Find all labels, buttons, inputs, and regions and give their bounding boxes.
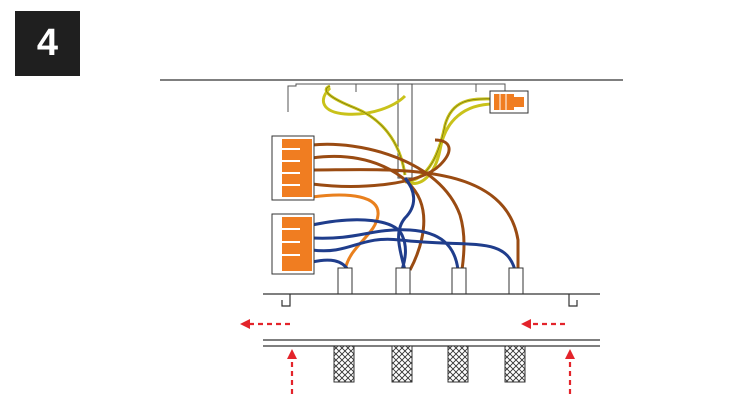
right-up-arrow-head	[565, 349, 575, 359]
mounting-bracket	[287, 83, 506, 112]
blue-wires	[311, 177, 517, 271]
braided-cable	[333, 345, 355, 383]
left-clip	[281, 294, 291, 307]
left-arrow-head	[240, 319, 250, 329]
braided-cables	[333, 345, 526, 383]
cable-sleeves	[337, 267, 524, 295]
orange-wire	[311, 193, 380, 271]
right-clip	[568, 294, 578, 307]
lower-connector-block	[271, 213, 315, 275]
step-number-badge: 4	[15, 11, 80, 76]
right-arrow-head	[521, 319, 531, 329]
step-number: 4	[36, 22, 59, 64]
braided-cable	[504, 345, 526, 383]
earth-connector	[489, 90, 529, 114]
braided-cable	[391, 345, 413, 383]
brown-wires	[311, 138, 520, 271]
left-up-arrow-head	[287, 349, 297, 359]
upper-connector-block	[271, 135, 315, 201]
movement-arrows	[250, 322, 572, 394]
braided-cable	[447, 345, 469, 383]
